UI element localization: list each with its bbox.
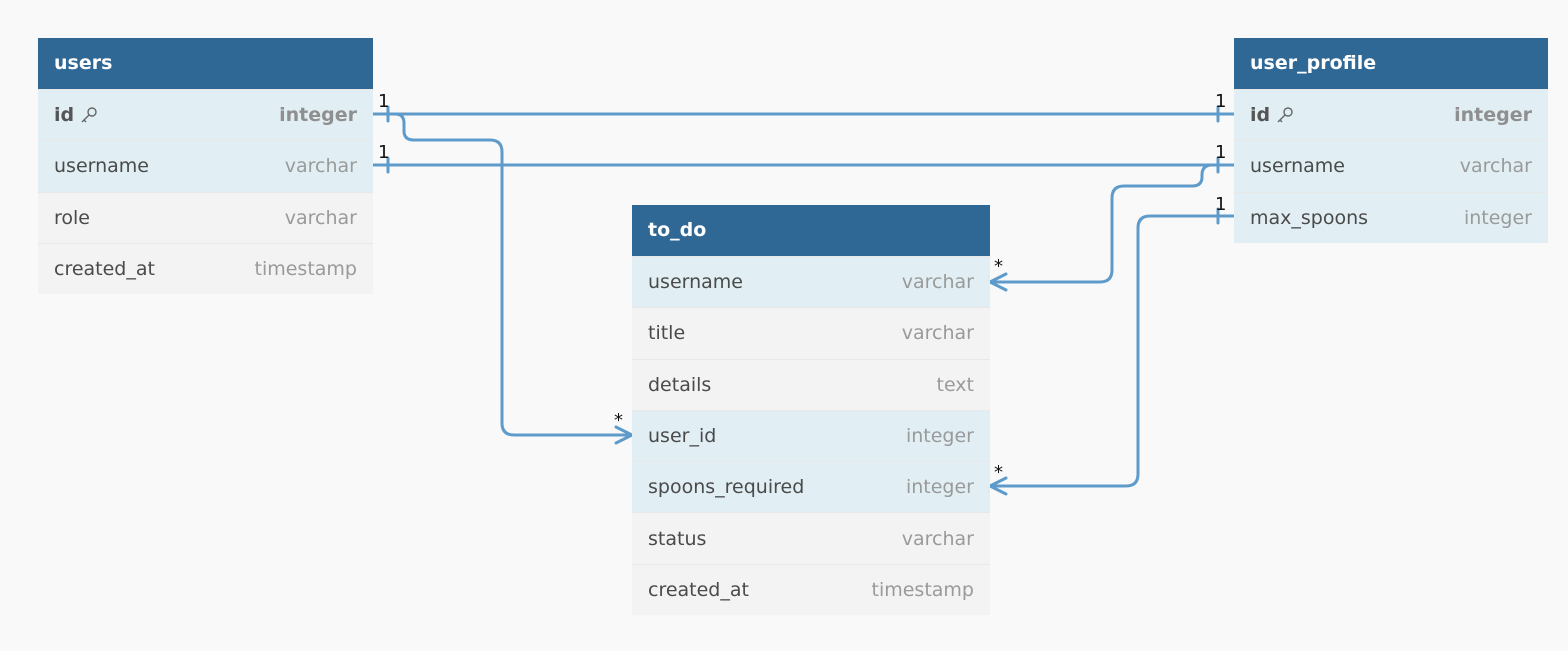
column-type: varchar [901, 271, 974, 294]
column-type: varchar [901, 527, 974, 550]
column-row[interactable]: status varchar [632, 512, 990, 564]
column-name: id [1250, 104, 1294, 126]
key-icon [81, 107, 97, 123]
column-row[interactable]: username varchar [38, 140, 373, 192]
cardinality-label: 1 [378, 142, 390, 163]
column-row[interactable]: created_at timestamp [632, 563, 990, 616]
column-row[interactable]: username varchar [1234, 140, 1548, 192]
column-row[interactable]: spoons_required integer [632, 461, 990, 513]
column-name: role [54, 206, 90, 229]
column-type: varchar [284, 155, 357, 178]
link-users-id-to-to-do-user-id [371, 112, 634, 437]
cardinality-label: * [614, 410, 623, 431]
cardinality-label: 1 [1215, 91, 1227, 112]
cardinality-label: 1 [378, 91, 390, 112]
column-row[interactable]: id integer [1234, 89, 1548, 141]
column-row[interactable]: max_spoons integer [1234, 191, 1548, 243]
cardinality-label: * [994, 256, 1003, 277]
column-type: integer [279, 104, 357, 127]
column-row[interactable]: user_id integer [632, 409, 990, 462]
column-type: integer [1463, 206, 1532, 229]
table-user-profile[interactable]: user_profile id integer username varchar… [1234, 38, 1548, 243]
column-type: integer [1454, 104, 1532, 127]
table-to-do[interactable]: to_do username varchar title varchar det… [632, 205, 990, 616]
cardinality-label: 1 [1215, 194, 1227, 215]
link-user-profile-max-spoons-to-to-do-spoons-required [988, 214, 1236, 488]
column-name: created_at [648, 578, 749, 601]
column-row[interactable]: role varchar [38, 191, 373, 243]
column-type: text [936, 373, 975, 396]
column-type: varchar [284, 206, 357, 229]
column-name: spoons_required [648, 476, 805, 499]
cardinality-label: 1 [1215, 142, 1227, 163]
column-name: max_spoons [1250, 206, 1369, 229]
column-type: varchar [1459, 155, 1532, 178]
cardinality-label: * [994, 462, 1003, 483]
table-header[interactable]: users [38, 38, 373, 89]
column-name: username [648, 271, 743, 294]
column-row[interactable]: created_at timestamp [38, 242, 373, 295]
column-type: timestamp [871, 578, 975, 601]
column-name: details [648, 373, 712, 396]
column-type: varchar [901, 322, 974, 345]
column-row[interactable]: username varchar [632, 256, 990, 308]
table-users[interactable]: users id integer username varchar role v… [38, 38, 373, 295]
column-type: timestamp [254, 258, 358, 281]
link-user-profile-username-to-to-do-username [988, 163, 1236, 284]
column-name: title [648, 322, 686, 345]
column-type: integer [905, 425, 974, 448]
column-name: username [1250, 155, 1345, 178]
column-name: created_at [54, 258, 155, 281]
column-row[interactable]: id integer [38, 89, 373, 141]
column-name: id [54, 104, 98, 126]
column-type: integer [905, 476, 974, 499]
column-name: user_id [648, 425, 717, 448]
key-icon [1277, 107, 1293, 123]
column-name: username [54, 155, 149, 178]
column-row[interactable]: details text [632, 358, 990, 410]
column-name: status [648, 527, 707, 550]
table-header[interactable]: to_do [632, 205, 990, 256]
column-row[interactable]: title varchar [632, 307, 990, 359]
table-header[interactable]: user_profile [1234, 38, 1548, 89]
